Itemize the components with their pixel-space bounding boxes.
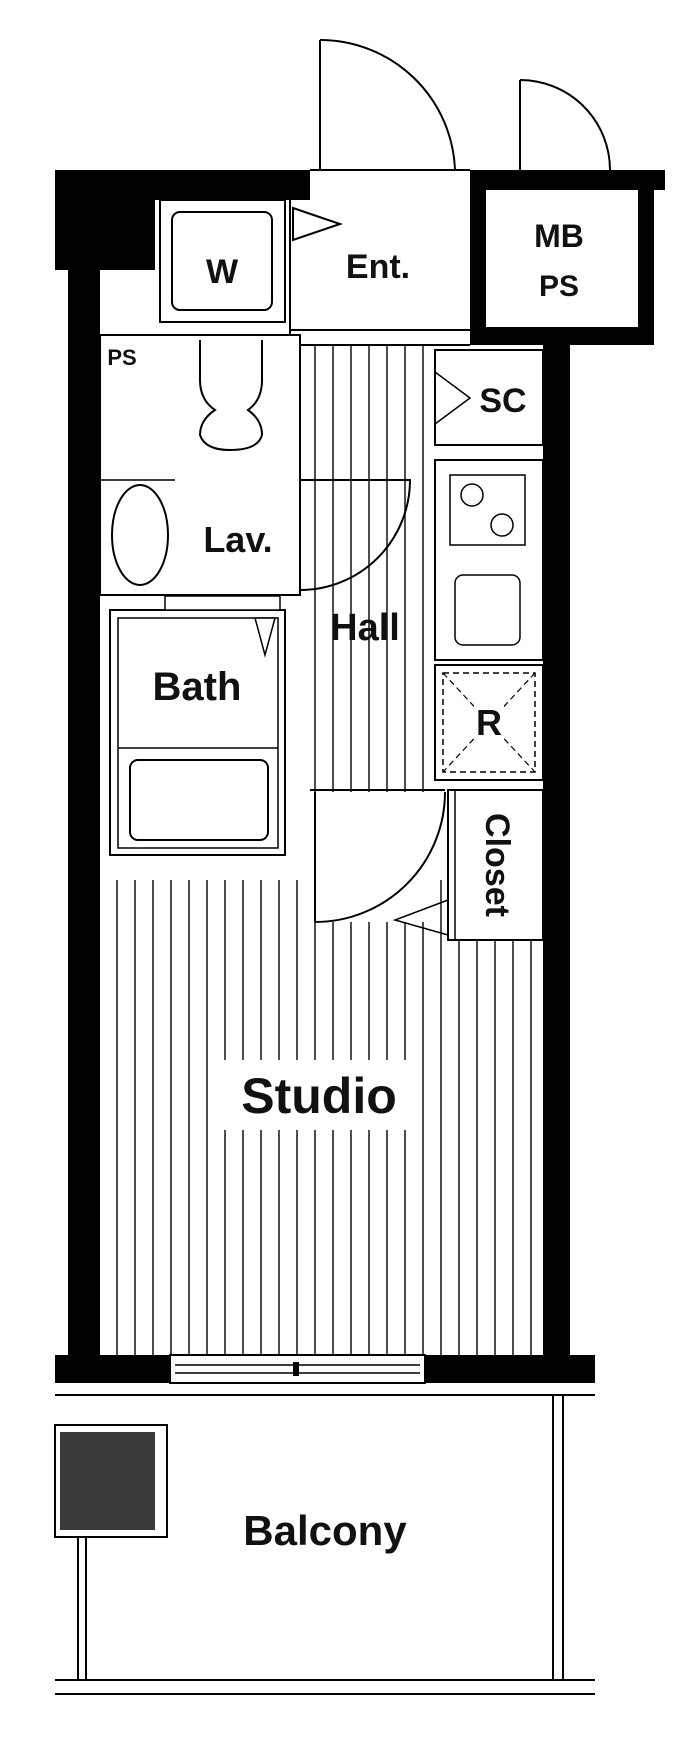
mb-box-wall-left xyxy=(470,170,486,345)
mb-door-swing xyxy=(519,79,611,171)
bathtub xyxy=(129,759,269,841)
left-wall xyxy=(68,265,100,1365)
shoe-cabinet-door-triangle xyxy=(434,371,472,425)
studio-label: Studio xyxy=(241,1068,397,1124)
water-heater-inner xyxy=(171,211,273,311)
shoe-cabinet-label: SC xyxy=(479,382,526,420)
window-lock xyxy=(293,1362,299,1376)
stove-top xyxy=(449,474,526,546)
lavatory-door-swing xyxy=(299,479,412,591)
mb-box-interior xyxy=(486,190,638,327)
studio-door-panel xyxy=(312,792,432,922)
bath-label: Bath xyxy=(153,665,242,709)
bottom-wall-right xyxy=(425,1355,595,1383)
entrance-label: Ent. xyxy=(346,248,410,286)
wash-basin xyxy=(111,484,169,586)
refrigerator-diagonal-1 xyxy=(442,672,536,773)
bath-door-triangle xyxy=(254,617,276,658)
refrigerator-label: R xyxy=(476,702,502,743)
water-heater-door-triangle xyxy=(292,206,344,242)
evacuation-hatch xyxy=(60,1432,155,1530)
refrigerator-label-backdrop xyxy=(474,700,504,740)
refrigerator-inner xyxy=(442,672,536,773)
mb-box-wall-right xyxy=(638,170,654,345)
mb-box-wall-top xyxy=(470,170,665,190)
bottom-wall-left xyxy=(55,1355,170,1383)
toilet-tank xyxy=(198,340,264,452)
shoe-cabinet xyxy=(434,349,544,446)
meter-ps-label: PS xyxy=(539,270,579,303)
water-heater-label: W xyxy=(206,253,239,291)
closet-door-triangle xyxy=(392,899,449,936)
right-wall xyxy=(543,340,570,1365)
stove-burner-2 xyxy=(490,513,514,537)
pipe-space-label: PS xyxy=(107,345,136,370)
lavatory-label: Lav. xyxy=(203,519,272,560)
studio-label-backdrop xyxy=(222,1060,417,1130)
hall-label: Hall xyxy=(330,607,400,649)
stove-burner-1 xyxy=(460,483,484,507)
studio-door-swing xyxy=(314,791,446,923)
entrance-door-swing xyxy=(319,39,456,171)
mb-box-wall-bottom xyxy=(470,327,654,345)
refrigerator-diagonal-2 xyxy=(442,672,536,773)
bath-threshold xyxy=(164,595,281,611)
meter-box-label: MB xyxy=(534,218,584,254)
balcony-label: Balcony xyxy=(243,1507,407,1554)
kitchen-sink xyxy=(454,574,521,646)
closet-side-floor xyxy=(435,945,540,1360)
closet xyxy=(447,789,544,941)
closet-label: Closet xyxy=(478,813,516,917)
top-left-corner-block xyxy=(55,170,155,270)
